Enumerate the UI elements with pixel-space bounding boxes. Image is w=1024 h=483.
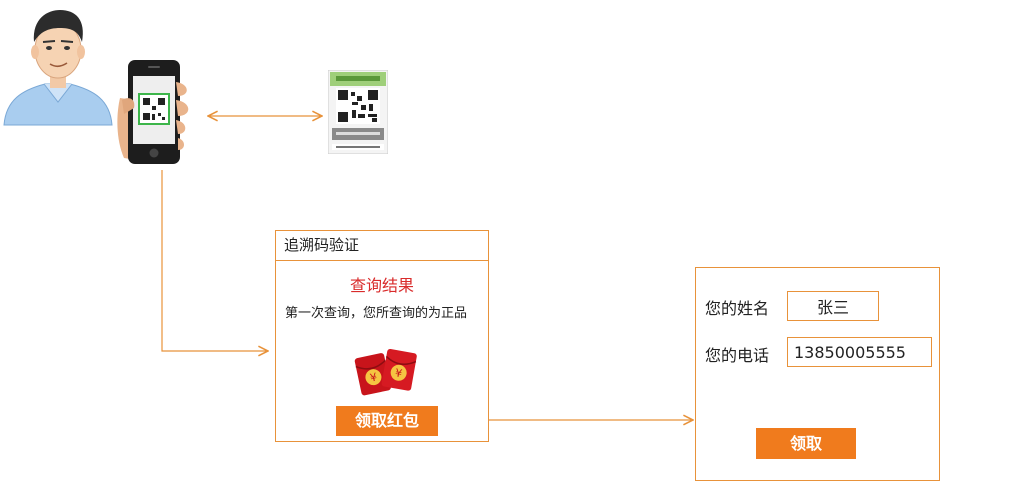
claim-submit-button[interactable]: 领取 [756,428,856,459]
name-label: 您的姓名 [705,299,770,318]
name-input[interactable] [787,291,879,321]
redpacket-symbol-right: ¥ [394,366,403,380]
phone-to-verify-connector [161,170,268,351]
smartphone-icon [117,60,189,164]
verify-result-panel: 追溯码验证 查询结果 第一次查询，您所查询的为正品 ¥ ¥ 领取红包 [275,230,489,442]
result-title: 查询结果 [349,276,414,295]
redpacket-symbol-left: ¥ [369,371,379,385]
claim-redpacket-button[interactable]: 领取红包 [336,406,438,436]
qr-code-label-icon [328,70,388,154]
claim-form-panel: 您的姓名 您的电话 领取 [695,267,940,481]
result-text: 第一次查询，您所查询的为正品 [285,306,468,321]
red-envelope-icon: ¥ ¥ [354,349,417,396]
phone-label: 您的电话 [705,346,770,365]
user-avatar-icon [3,10,113,126]
phone-input[interactable] [787,337,932,367]
person-scanning-illustration [3,10,189,164]
verify-panel-title: 追溯码验证 [276,231,488,261]
